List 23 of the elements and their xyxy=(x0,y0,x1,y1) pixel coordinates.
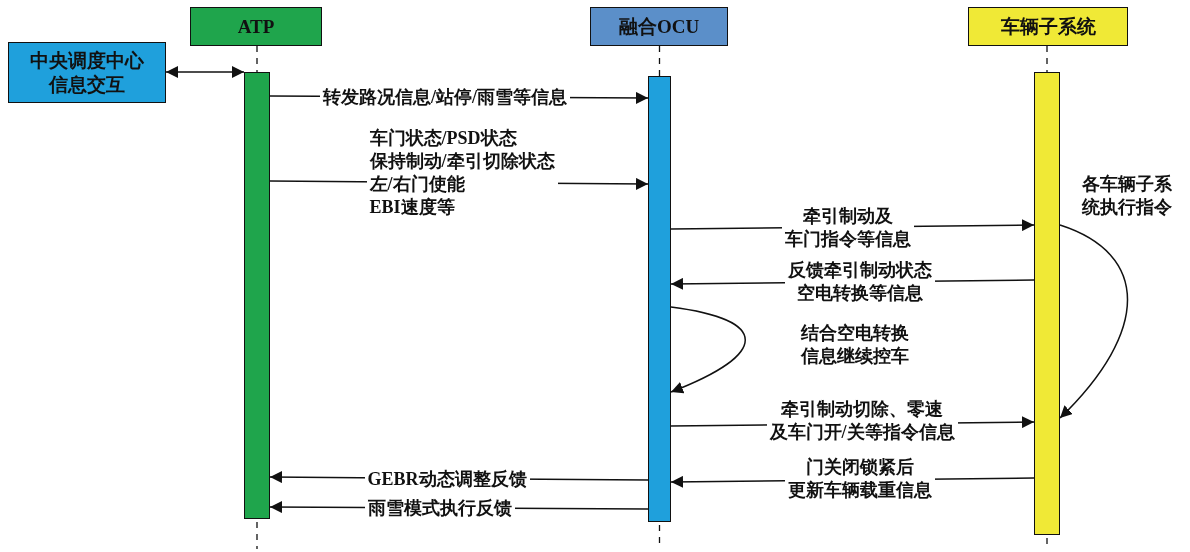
arrow xyxy=(165,66,245,78)
arrow xyxy=(1059,224,1129,419)
edge-label: 车门状态/PSD状态保持制动/牵引切除状态左/右门使能EBI速度等 xyxy=(366,127,558,219)
process-box: 中央调度中心信息交互 xyxy=(8,42,166,103)
activation-bar xyxy=(648,76,671,522)
edge-label: GEBR动态调整反馈 xyxy=(364,467,530,491)
edge-label: 转发路况信息/站停/雨雪等信息 xyxy=(320,85,570,109)
activation-bar xyxy=(244,72,270,519)
arrow xyxy=(670,306,746,393)
edge-label: 门关闭锁紧后更新车辆载重信息 xyxy=(785,456,935,502)
edge-label: 各车辆子系统执行指令 xyxy=(1079,173,1175,219)
lifeline-header: 融合OCU xyxy=(590,7,728,46)
edge-label: 雨雪模式执行反馈 xyxy=(365,496,515,520)
lifeline-header: ATP xyxy=(190,7,322,46)
edge-label: 牵引制动切除、零速及车门开/关等指令信息 xyxy=(766,398,958,444)
lifeline xyxy=(658,45,661,77)
activation-bar xyxy=(1034,72,1060,535)
edge-label: 反馈牵引制动状态空电转换等信息 xyxy=(785,259,935,305)
edge-label: 牵引制动及车门指令等信息 xyxy=(782,205,914,251)
edge-label: 结合空电转换信息继续控车 xyxy=(798,322,912,368)
lifeline xyxy=(256,45,258,73)
lifeline-header: 车辆子系统 xyxy=(968,7,1128,46)
lifeline xyxy=(1046,45,1048,73)
